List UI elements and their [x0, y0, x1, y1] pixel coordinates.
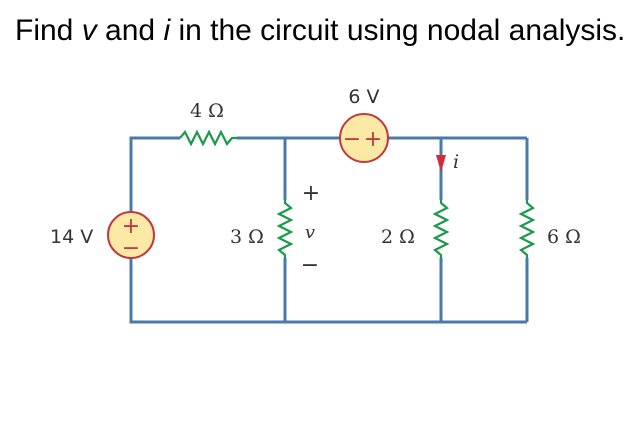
variable-v: v	[81, 14, 97, 47]
source-14v-circle	[107, 211, 155, 259]
resistor-4ohm-label: 4 Ω	[190, 100, 224, 122]
source-6v-minus: −	[343, 127, 361, 152]
source-6v-circle	[339, 113, 389, 163]
problem-text-suffix: in the circuit using nodal analysis.	[170, 14, 626, 47]
resistor-6ohm	[518, 200, 536, 258]
wires	[129, 136, 529, 324]
problem-text-mid: and	[96, 14, 164, 47]
source-6v: − +	[339, 113, 389, 163]
source-14v-plus: +	[122, 214, 140, 239]
current-i-label: i	[453, 151, 459, 173]
voltage-minus: −	[301, 253, 319, 278]
source-14v: + −	[107, 211, 155, 261]
voltage-v: v	[305, 222, 315, 243]
resistor-4ohm	[179, 129, 237, 147]
wire-left-bottom	[129, 258, 285, 324]
source-14v-label: 14 V	[50, 226, 93, 248]
current-arrow-icon	[436, 155, 446, 172]
source-6v-label: 6 V	[348, 86, 379, 108]
resistor-2ohm-label: 2 Ω	[381, 226, 415, 248]
wire-left-top	[129, 136, 180, 212]
resistor-6ohm-label: 6 Ω	[547, 226, 581, 248]
resistor-3ohm-label: 3 Ω	[230, 226, 264, 248]
problem-text-prefix: Find	[15, 14, 82, 47]
problem-statement: Find v and i in the circuit using nodal …	[15, 14, 625, 48]
resistor-2ohm	[432, 200, 450, 258]
variable-i: i	[163, 14, 171, 47]
source-6v-plus: +	[364, 127, 382, 152]
voltage-plus: +	[302, 181, 320, 206]
resistor-3ohm	[276, 200, 294, 258]
source-14v-minus: −	[122, 236, 140, 261]
